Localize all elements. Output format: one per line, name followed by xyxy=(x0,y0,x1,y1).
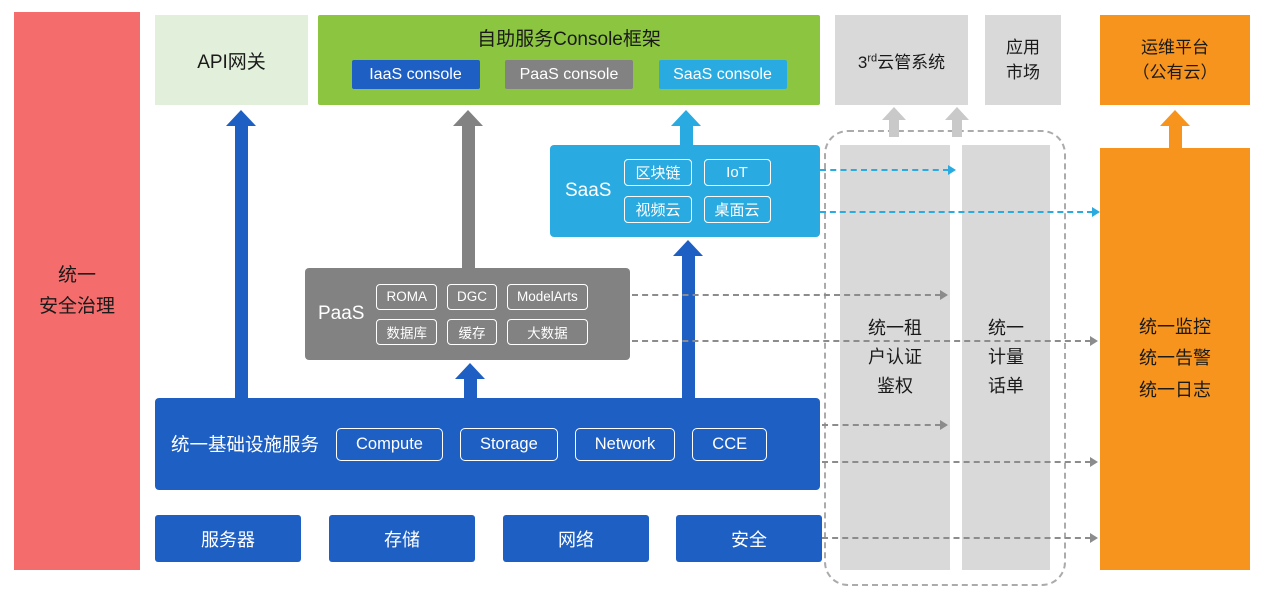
connector-arrow-tip xyxy=(1090,336,1098,346)
hardware-security-box: 安全 xyxy=(676,515,822,562)
arrow-shaft xyxy=(889,120,899,137)
connector-saas-to-auth xyxy=(820,165,956,175)
infra-item-compute: Compute xyxy=(336,427,443,461)
tenant-auth-label: 统一租 户认证 鉴权 xyxy=(868,318,922,396)
arrow-shaft xyxy=(952,120,962,137)
tenant-auth-bar: 统一租 户认证 鉴权 xyxy=(840,145,950,570)
arrow-shaft xyxy=(1168,126,1182,148)
arrow-infra-to-paas xyxy=(455,363,485,398)
saas-item-video-cloud: 视频云 xyxy=(624,196,692,223)
paas-item-modelarts: ModelArts xyxy=(506,283,588,310)
saas-item-iot: IoT xyxy=(703,159,771,186)
monitoring-label: 统一监控 统一告警 统一日志 xyxy=(1139,316,1211,400)
connector-arrow-tip xyxy=(940,290,948,300)
infrastructure-label: 统一基础设施服务 xyxy=(171,434,320,455)
connector-infra-to-monitoring xyxy=(822,457,1098,467)
connector-saas-to-monitoring xyxy=(820,207,1100,217)
monitoring-bar: 统一监控 统一告警 统一日志 xyxy=(1100,148,1250,570)
arrow-monitoring-to-om xyxy=(1160,110,1190,148)
paas-console-button: PaaS console xyxy=(505,60,633,89)
arrow-shaft xyxy=(461,126,475,268)
metering-bar: 统一 计量 话单 xyxy=(962,145,1050,570)
arrow-head xyxy=(671,110,701,126)
console-framework-box: 自助服务Console框架 IaaS console PaaS console … xyxy=(318,15,820,105)
saas-console-button: SaaS console xyxy=(658,60,787,89)
connector-paas-to-auth xyxy=(632,290,948,300)
saas-item-blockchain: 区块链 xyxy=(624,159,692,186)
app-market-label: 应用 市场 xyxy=(1006,37,1040,83)
third-party-cms-box: 3rd云管系统 xyxy=(835,15,968,105)
connector-arrow-tip xyxy=(1090,533,1098,543)
arrow-metering-to-cms xyxy=(945,107,969,137)
arrow-shaft xyxy=(234,126,248,398)
console-buttons-row: IaaS console PaaS console SaaS console xyxy=(318,60,820,89)
tenant-services-frame xyxy=(824,130,1066,586)
arrow-head xyxy=(1160,110,1190,126)
arrow-paas-to-console xyxy=(453,110,483,268)
arrow-infra-to-saas xyxy=(673,240,703,398)
paas-item-cache: 缓存 xyxy=(446,318,497,345)
connector-security-to-monitoring xyxy=(822,533,1098,543)
infra-item-network: Network xyxy=(574,427,676,461)
paas-items-grid: ROMA DGC ModelArts 数据库 缓存 大数据 xyxy=(376,283,588,345)
saas-items-grid: 区块链 IoT 视频云 桌面云 xyxy=(624,159,771,223)
api-gateway-label: API网关 xyxy=(197,51,266,73)
paas-layer-label: PaaS xyxy=(318,303,365,324)
paas-layer-box: PaaS ROMA DGC ModelArts 数据库 缓存 大数据 xyxy=(305,268,630,360)
connector-dash xyxy=(632,294,941,296)
connector-infra-to-metering xyxy=(822,420,948,430)
arrow-shaft xyxy=(679,126,693,145)
connector-dash xyxy=(632,340,1091,342)
infra-item-storage: Storage xyxy=(459,427,558,461)
security-governance-bar: 统一 安全治理 xyxy=(14,12,140,570)
arrow-head xyxy=(226,110,256,126)
saas-item-desktop-cloud: 桌面云 xyxy=(703,196,771,223)
metering-label: 统一 计量 话单 xyxy=(988,318,1024,396)
arrow-head xyxy=(673,240,703,256)
app-market-box: 应用 市场 xyxy=(985,15,1061,105)
arrow-head xyxy=(945,107,969,120)
arrow-head xyxy=(453,110,483,126)
infrastructure-layer-box: 统一基础设施服务 Compute Storage Network CCE xyxy=(155,398,820,490)
paas-item-bigdata: 大数据 xyxy=(506,318,588,345)
om-platform-label: 运维平台 （公有云） xyxy=(1132,37,1218,83)
arrow-shaft xyxy=(681,256,695,398)
security-governance-label: 统一 安全治理 xyxy=(38,264,115,317)
arrow-infra-to-api-gateway xyxy=(226,110,256,398)
console-framework-title: 自助服务Console框架 xyxy=(477,29,661,50)
om-platform-box: 运维平台 （公有云） xyxy=(1100,15,1250,105)
connector-arrow-tip xyxy=(1090,457,1098,467)
connector-dash xyxy=(822,537,1091,539)
connector-dash xyxy=(820,169,949,171)
hardware-network-box: 网络 xyxy=(503,515,649,562)
saas-layer-label: SaaS xyxy=(565,180,612,201)
arrow-head xyxy=(455,363,485,379)
paas-item-dgc: DGC xyxy=(446,283,497,310)
iaas-console-button: IaaS console xyxy=(351,60,480,89)
arrow-auth-to-cms xyxy=(882,107,906,137)
arrow-saas-to-console xyxy=(671,110,701,145)
hardware-server-box: 服务器 xyxy=(155,515,301,562)
paas-item-roma: ROMA xyxy=(376,283,437,310)
hardware-storage-box: 存储 xyxy=(329,515,475,562)
saas-layer-box: SaaS 区块链 IoT 视频云 桌面云 xyxy=(550,145,820,237)
api-gateway-box: API网关 xyxy=(155,15,308,105)
infra-item-cce: CCE xyxy=(692,427,768,461)
third-party-cms-label: 3rd云管系统 xyxy=(857,51,946,72)
arrow-head xyxy=(882,107,906,120)
connector-dash xyxy=(822,461,1091,463)
connector-arrow-tip xyxy=(1092,207,1100,217)
connector-paas-to-monitoring xyxy=(632,336,1098,346)
connector-dash xyxy=(820,211,1093,213)
arrow-shaft xyxy=(463,379,477,398)
paas-item-database: 数据库 xyxy=(376,318,437,345)
connector-arrow-tip xyxy=(948,165,956,175)
connector-arrow-tip xyxy=(940,420,948,430)
connector-dash xyxy=(822,424,941,426)
